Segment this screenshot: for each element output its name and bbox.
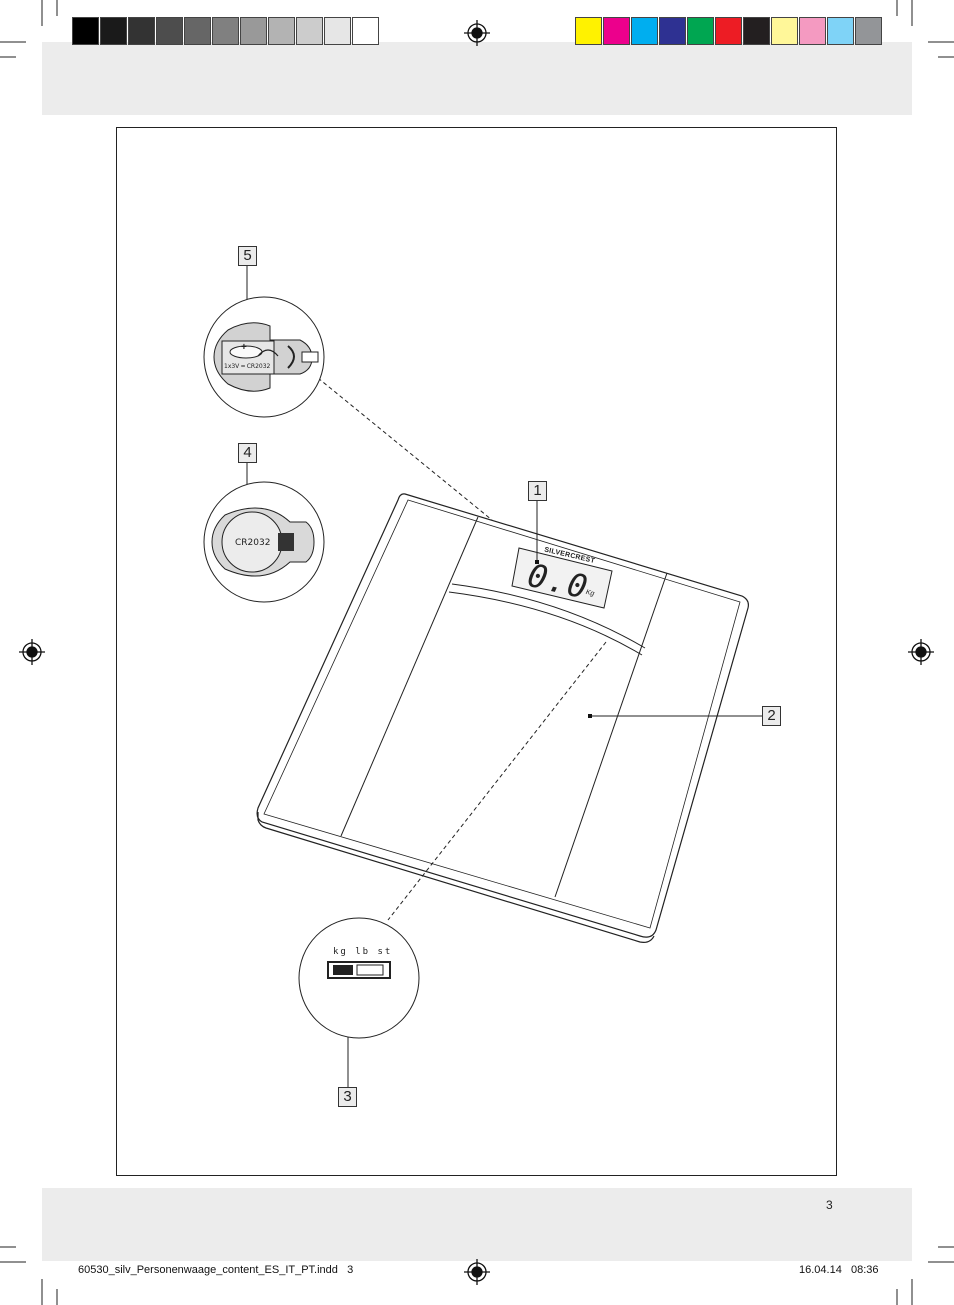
color-swatch: [855, 17, 882, 45]
battery-polarity-label: +: [241, 342, 247, 353]
gray-swatch: [268, 17, 295, 45]
gray-swatch: [352, 17, 379, 45]
illustration-frame: [116, 127, 837, 1176]
footer-band: [42, 1188, 912, 1261]
display-reading: 0.0: [524, 555, 592, 607]
gray-swatch: [128, 17, 155, 45]
callout-5: 5: [238, 246, 257, 266]
registration-mark-right: [908, 639, 934, 665]
gray-swatch: [184, 17, 211, 45]
callout-3: 3: [338, 1087, 357, 1107]
unit-switch-labels: kg lb st: [333, 947, 393, 957]
color-swatch: [827, 17, 854, 45]
registration-mark-bottom: [464, 1259, 490, 1285]
gray-swatch: [296, 17, 323, 45]
color-swatch: [799, 17, 826, 45]
registration-mark-top: [464, 20, 490, 46]
color-swatch: [715, 17, 742, 45]
color-swatch: [603, 17, 630, 45]
battery-inserted-detail: [203, 481, 325, 603]
color-swatch: [631, 17, 658, 45]
callout-4: 4: [238, 443, 257, 463]
battery-compartment-detail: [203, 296, 325, 418]
slug-filename: 60530_silv_Personenwaage_content_ES_IT_P…: [78, 1264, 354, 1276]
color-swatch: [659, 17, 686, 45]
gray-swatch: [72, 17, 99, 45]
color-swatch: [687, 17, 714, 45]
battery-inserted-label: CR2032: [235, 538, 271, 548]
color-swatch: [575, 17, 602, 45]
gray-swatch: [100, 17, 127, 45]
battery-spec-label: 1x3V ═ CR2032: [224, 363, 271, 370]
color-calibration-bar: [575, 17, 883, 45]
callout-2: 2: [762, 706, 781, 726]
color-swatch: [743, 17, 770, 45]
gray-calibration-bar: [72, 17, 380, 45]
gray-swatch: [212, 17, 239, 45]
color-swatch: [771, 17, 798, 45]
header-band: [42, 42, 912, 115]
unit-switch-detail: [298, 917, 420, 1039]
gray-swatch: [156, 17, 183, 45]
gray-swatch: [240, 17, 267, 45]
registration-mark-left: [19, 639, 45, 665]
page-number: 3: [826, 1198, 833, 1212]
bathroom-scale: [256, 493, 749, 943]
gray-swatch: [324, 17, 351, 45]
display-unit: Kg: [585, 588, 595, 598]
registration-marks: [19, 20, 934, 1285]
leader-lines-dashed: [317, 377, 607, 921]
slug-datetime: 16.04.14 08:36: [799, 1264, 879, 1276]
callout-1: 1: [528, 481, 547, 501]
